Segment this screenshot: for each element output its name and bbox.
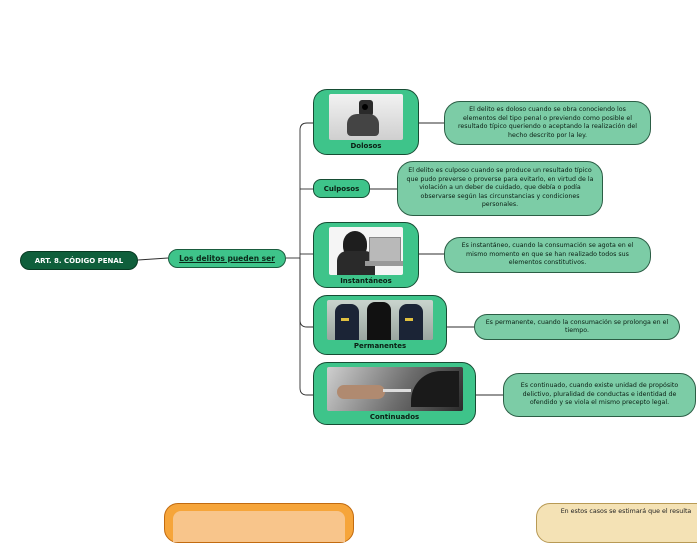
description-text: Es permanente, cuando la consumación se … [485, 318, 669, 335]
branch-label: Instantáneos [340, 277, 392, 285]
root-label: ART. 8. CÓDIGO PENAL [34, 256, 124, 265]
branch-permanentes[interactable]: Permanentes [313, 295, 447, 355]
branch-continuados[interactable]: Continuados [313, 362, 476, 425]
branch-instantaneos[interactable]: Instantáneos [313, 222, 419, 288]
description-culposos: El delito es culposo cuando se produce u… [397, 161, 603, 216]
branch-label: Permanentes [353, 342, 407, 350]
description-text: El delito es doloso cuando se obra conoc… [457, 106, 638, 139]
arrest-photo-icon [327, 300, 433, 340]
description-text: Es continuado, cuando existe unidad de p… [520, 382, 679, 407]
description-text: El delito es culposo cuando se produce u… [406, 167, 594, 209]
branch-label: Dolosos [350, 142, 382, 150]
orange-node-inner [173, 511, 345, 542]
description-continuados: Es continuado, cuando existe unidad de p… [503, 373, 696, 417]
category-node[interactable]: Los delitos pueden ser [168, 249, 286, 268]
car-theft-photo-icon [326, 367, 463, 411]
note-text: En estos casos se estimará que el result… [560, 508, 692, 515]
description-permanentes: Es permanente, cuando la consumación se … [474, 314, 680, 340]
branch-label: Culposos [323, 184, 360, 193]
branch-dolosos[interactable]: Dolosos [313, 89, 419, 155]
note-node[interactable]: En estos casos se estimará que el result… [536, 503, 697, 543]
connector-lines [137, 122, 503, 396]
description-instantaneos: Es instantáneo, cuando la consumación se… [444, 237, 651, 273]
branch-label: Continuados [369, 413, 420, 421]
orange-node[interactable] [164, 503, 354, 543]
category-label: Los delitos pueden ser [179, 254, 275, 263]
branch-culposos[interactable]: Culposos [313, 179, 370, 198]
hacker-laptop-photo-icon [329, 227, 403, 275]
description-dolosos: El delito es doloso cuando se obra conoc… [444, 101, 651, 145]
root-node[interactable]: ART. 8. CÓDIGO PENAL [20, 251, 138, 270]
description-text: Es instantáneo, cuando la consumación se… [461, 242, 634, 267]
gun-photo-icon [329, 94, 403, 140]
